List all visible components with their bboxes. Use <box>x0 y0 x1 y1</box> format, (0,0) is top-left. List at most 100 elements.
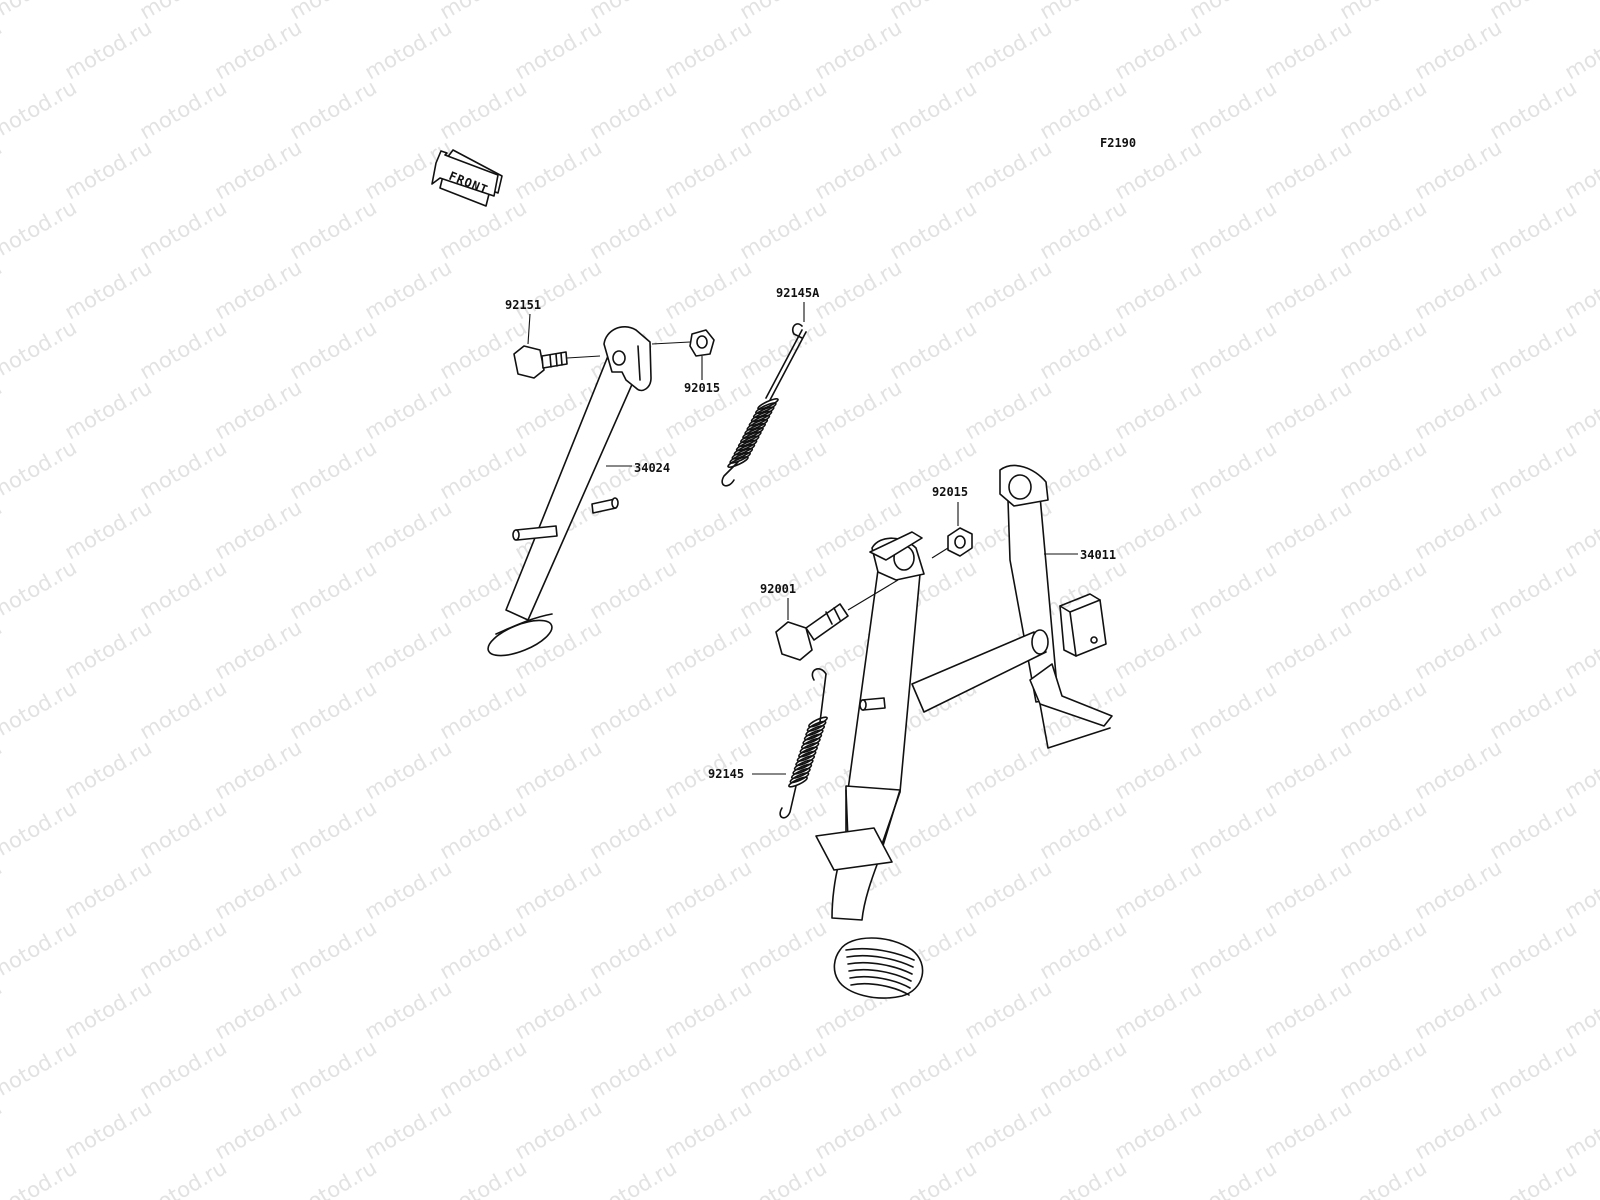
watermark-text: motod.ru <box>1411 855 1506 924</box>
bolt-92151 <box>513 345 601 379</box>
watermark-text: motod.ru <box>1486 435 1581 504</box>
watermark-text: motod.ru <box>1036 195 1131 264</box>
watermark-text: motod.ru <box>136 0 231 24</box>
watermark-text: motod.ru <box>211 975 306 1044</box>
watermark-text: motod.ru <box>1561 375 1600 444</box>
front-arrow-icon: FRONT <box>431 149 503 207</box>
watermark-text: motod.ru <box>886 195 981 264</box>
label-92145a: 92145A <box>776 286 820 322</box>
watermark-text: motod.ru <box>1336 675 1431 744</box>
watermark-text: motod.ru <box>1336 75 1431 144</box>
watermark-text: motod.ru <box>136 315 231 384</box>
watermark-text: motod.ru <box>661 135 756 204</box>
watermark-text: motod.ru <box>0 615 6 684</box>
watermark-text: motod.ru <box>211 255 306 324</box>
watermark-text: motod.ru <box>661 855 756 924</box>
watermark-text: motod.ru <box>511 855 606 924</box>
watermark-text: motod.ru <box>1111 855 1206 924</box>
watermark-text: motod.ru <box>0 195 81 264</box>
watermark-text: motod.ru <box>1186 0 1281 24</box>
watermark-text: motod.ru <box>1036 795 1131 864</box>
watermark-text: motod.ru <box>286 795 381 864</box>
watermark-text: motod.ru <box>61 135 156 204</box>
watermark-text: motod.ru <box>1186 195 1281 264</box>
watermark-text: motod.ru <box>1261 615 1356 684</box>
watermark-text: motod.ru <box>1486 1155 1581 1200</box>
watermark-text: motod.ru <box>1336 915 1431 984</box>
watermark-text: motod.ru <box>361 15 456 84</box>
watermark-text: motod.ru <box>736 1035 831 1104</box>
watermark-text: motod.ru <box>1261 735 1356 804</box>
watermark-text: motod.ru <box>61 15 156 84</box>
watermark-text: motod.ru <box>1486 75 1581 144</box>
watermark-text: motod.ru <box>286 1035 381 1104</box>
watermark-text: motod.ru <box>0 315 81 384</box>
watermark-text: motod.ru <box>1261 1095 1356 1164</box>
watermark-text: motod.ru <box>586 555 681 624</box>
watermark-text: motod.ru <box>811 1095 906 1164</box>
watermark-text: motod.ru <box>1036 915 1131 984</box>
watermark-text: motod.ru <box>0 915 81 984</box>
svg-text:34011: 34011 <box>1080 548 1116 562</box>
spring-coil <box>790 767 811 780</box>
watermark-text: motod.ru <box>211 135 306 204</box>
watermark-text: motod.ru <box>1261 15 1356 84</box>
watermark-text: motod.ru <box>0 435 81 504</box>
watermark-text: motod.ru <box>511 975 606 1044</box>
spring-coil <box>799 742 820 754</box>
watermark-text: motod.ru <box>511 735 606 804</box>
watermark-text: motod.ru <box>1186 75 1281 144</box>
watermark-text: motod.ru <box>211 615 306 684</box>
watermark-text: motod.ru <box>811 375 906 444</box>
watermark-text: motod.ru <box>1261 855 1356 924</box>
spring-coil <box>792 763 813 775</box>
watermark-text: motod.ru <box>736 1155 831 1200</box>
watermark-text: motod.ru <box>1561 135 1600 204</box>
watermark-text: motod.ru <box>586 675 681 744</box>
watermark-text: motod.ru <box>136 1155 231 1200</box>
watermark-text: motod.ru <box>736 795 831 864</box>
spring-coil <box>731 447 754 460</box>
watermark-text: motod.ru <box>1111 255 1206 324</box>
watermark-text: motod.ru <box>1411 375 1506 444</box>
watermark-text: motod.ru <box>1186 1155 1281 1200</box>
watermark-text: motod.ru <box>886 1155 981 1200</box>
watermark-text: motod.ru <box>361 495 456 564</box>
watermark-text: motod.ru <box>511 15 606 84</box>
spring-coil <box>793 759 814 771</box>
watermark-text: motod.ru <box>961 975 1056 1044</box>
spring-coil <box>788 776 808 788</box>
spring-coil <box>755 402 777 415</box>
svg-text:92001: 92001 <box>760 582 796 596</box>
watermark-text: motod.ru <box>1261 975 1356 1044</box>
watermark-text: motod.ru <box>1036 1035 1131 1104</box>
watermark-text: motod.ru <box>511 255 606 324</box>
watermark-text: motod.ru <box>136 555 231 624</box>
watermark-text: motod.ru <box>886 315 981 384</box>
spring-coil <box>757 398 779 410</box>
watermark-text: motod.ru <box>1486 555 1581 624</box>
watermark-text: motod.ru <box>1261 375 1356 444</box>
svg-text:92015: 92015 <box>684 381 720 395</box>
watermark-text: motod.ru <box>811 255 906 324</box>
watermark-text: motod.ru <box>1186 675 1281 744</box>
watermark-text: motod.ru <box>436 75 531 144</box>
svg-text:34024: 34024 <box>634 461 670 475</box>
watermark-text: motod.ru <box>1186 315 1281 384</box>
watermark-text: motod.ru <box>0 0 81 24</box>
watermark-text: motod.ru <box>1261 495 1356 564</box>
spring-coil <box>800 737 821 750</box>
watermark-text: motod.ru <box>736 195 831 264</box>
watermark-text: motod.ru <box>286 1155 381 1200</box>
watermark-text: motod.ru <box>736 0 831 24</box>
spring-coil <box>748 414 771 427</box>
watermark-text: motod.ru <box>586 915 681 984</box>
pedal-rib <box>850 982 910 996</box>
watermark-text: motod.ru <box>661 615 756 684</box>
watermark-text: motod.ru <box>136 795 231 864</box>
watermark-text: motod.ru <box>1336 1155 1431 1200</box>
watermark-text: motod.ru <box>0 975 6 1044</box>
watermark-text: motod.ru <box>1411 615 1506 684</box>
watermark-text: motod.ru <box>1561 15 1600 84</box>
watermark-text: motod.ru <box>61 255 156 324</box>
